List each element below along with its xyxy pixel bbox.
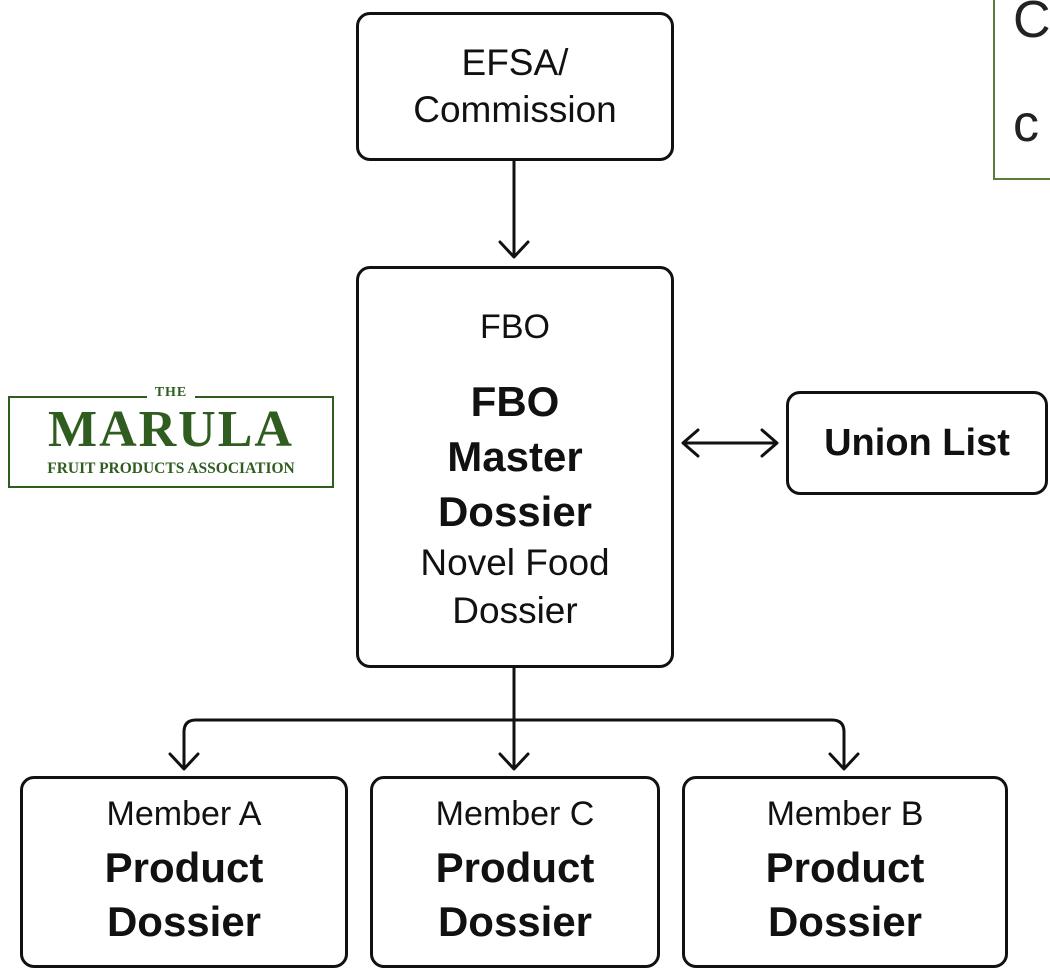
arrow-branch-left	[182, 718, 516, 770]
fbo-title-line-1: FBO	[470, 377, 560, 425]
fbo-header: FBO	[480, 308, 550, 346]
member-b-name: Member B	[766, 795, 924, 833]
fbo-subtitle-line-2: Dossier	[452, 589, 578, 631]
cropped-callout-box: C c	[993, 0, 1050, 180]
arrow-branch-right	[512, 718, 846, 770]
member-b-line-2: Dossier	[767, 898, 923, 946]
member-b-line-1: Product	[765, 843, 925, 891]
logo-wordmark: MARULA	[48, 401, 294, 458]
efsa-line-2: Commission	[413, 88, 617, 130]
member-a-line-2: Dossier	[106, 898, 262, 946]
arrowhead-member-c	[498, 752, 530, 771]
logo-subtitle: FRUIT PRODUCTS ASSOCIATION	[47, 460, 295, 477]
node-efsa-commission: EFSA/ Commission	[356, 12, 674, 161]
node-member-c: Member C Product Dossier	[370, 776, 660, 968]
arrowhead-union-side	[760, 428, 779, 458]
node-member-a: Member A Product Dossier	[20, 776, 348, 968]
arrowhead-member-a	[168, 752, 200, 771]
member-c-line-2: Dossier	[437, 898, 593, 946]
arrowhead-member-b	[828, 752, 860, 771]
member-a-name: Member A	[106, 795, 262, 833]
node-union-list: Union List	[786, 391, 1048, 495]
marula-logo: THE MARULA FRUIT PRODUCTS ASSOCIATION	[8, 385, 334, 488]
efsa-line-1: EFSA/	[461, 42, 569, 84]
arrowhead-fbo-side	[681, 428, 700, 458]
fbo-subtitle-line-1: Novel Food	[420, 541, 610, 583]
arrowhead-efsa-to-fbo	[498, 240, 530, 259]
union-list-label: Union List	[824, 421, 1010, 464]
member-c-line-1: Product	[435, 843, 595, 891]
logo-the-label: THE	[10, 385, 332, 401]
member-a-line-1: Product	[104, 843, 264, 891]
callout-line-1: C	[1013, 0, 1050, 49]
logo-the-text: THE	[146, 385, 196, 400]
member-c-name: Member C	[435, 795, 595, 833]
node-fbo: FBO FBO Master Dossier Novel Food Dossie…	[356, 266, 674, 668]
callout-line-2: c	[1013, 95, 1039, 153]
fbo-title-line-2: Master	[447, 432, 583, 480]
fbo-title-line-3: Dossier	[437, 487, 593, 535]
node-member-b: Member B Product Dossier	[682, 776, 1008, 968]
